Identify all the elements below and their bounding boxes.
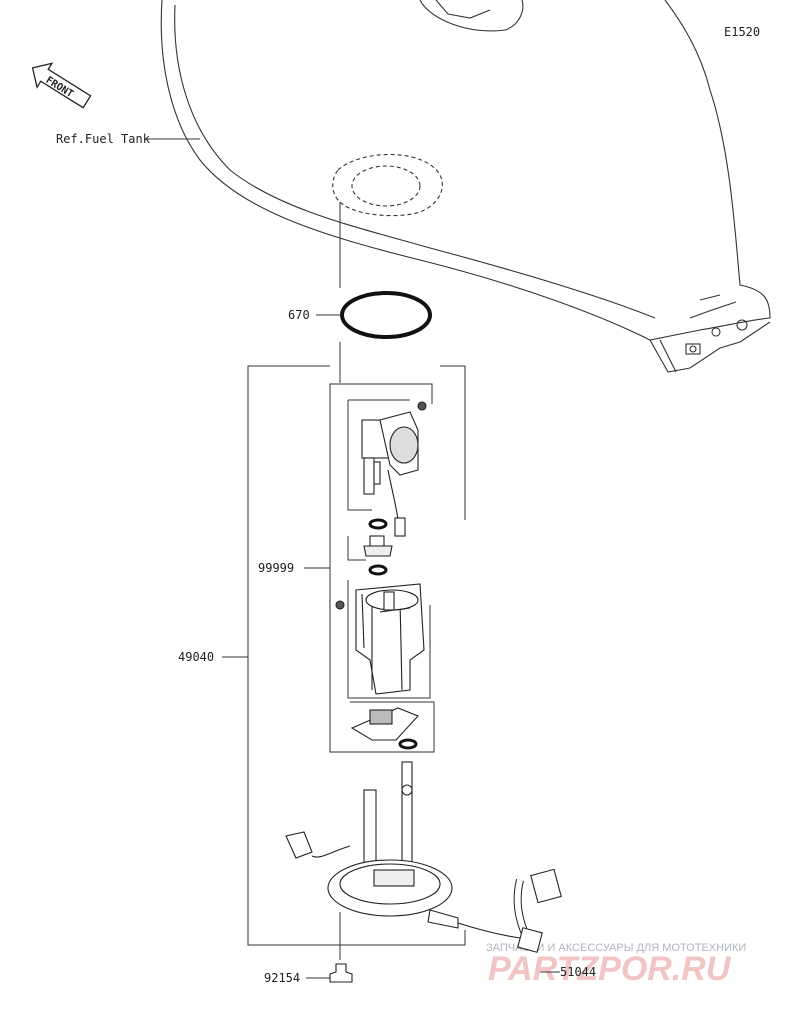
front-arrow-icon: FRONT <box>31 62 92 109</box>
diagram-code: E1520 <box>724 25 760 39</box>
bolt-part <box>329 963 353 983</box>
watermark-brand: PARTZPOR.RU <box>488 950 732 988</box>
label-670: 670 <box>288 308 310 322</box>
pump-base <box>285 761 459 929</box>
watermark-tagline: ЗАПЧАСТИ И АКСЕССУАРЫ ДЛЯ МОТОТЕХНИКИ <box>486 942 746 954</box>
filter-plate <box>350 707 419 741</box>
fuel-tank <box>160 0 771 373</box>
kit-bracket <box>329 383 435 753</box>
oring-part <box>340 291 432 339</box>
fuel-sender-unit <box>361 401 427 537</box>
pressure-regulator <box>363 535 393 557</box>
label-92154: 92154 <box>264 971 300 985</box>
fuel-hose <box>457 868 562 953</box>
pump-body <box>335 583 425 695</box>
label-51044: 51044 <box>560 965 596 979</box>
watermark: ЗАПЧАСТИ И АКСЕССУАРЫ ДЛЯ МОТОТЕХНИКИ PA… <box>486 942 746 988</box>
label-99999: 99999 <box>258 561 294 575</box>
assembly-bracket <box>247 365 466 946</box>
label-ref-fuel-tank: Ref.Fuel Tank <box>56 132 151 146</box>
label-49040: 49040 <box>178 650 214 664</box>
